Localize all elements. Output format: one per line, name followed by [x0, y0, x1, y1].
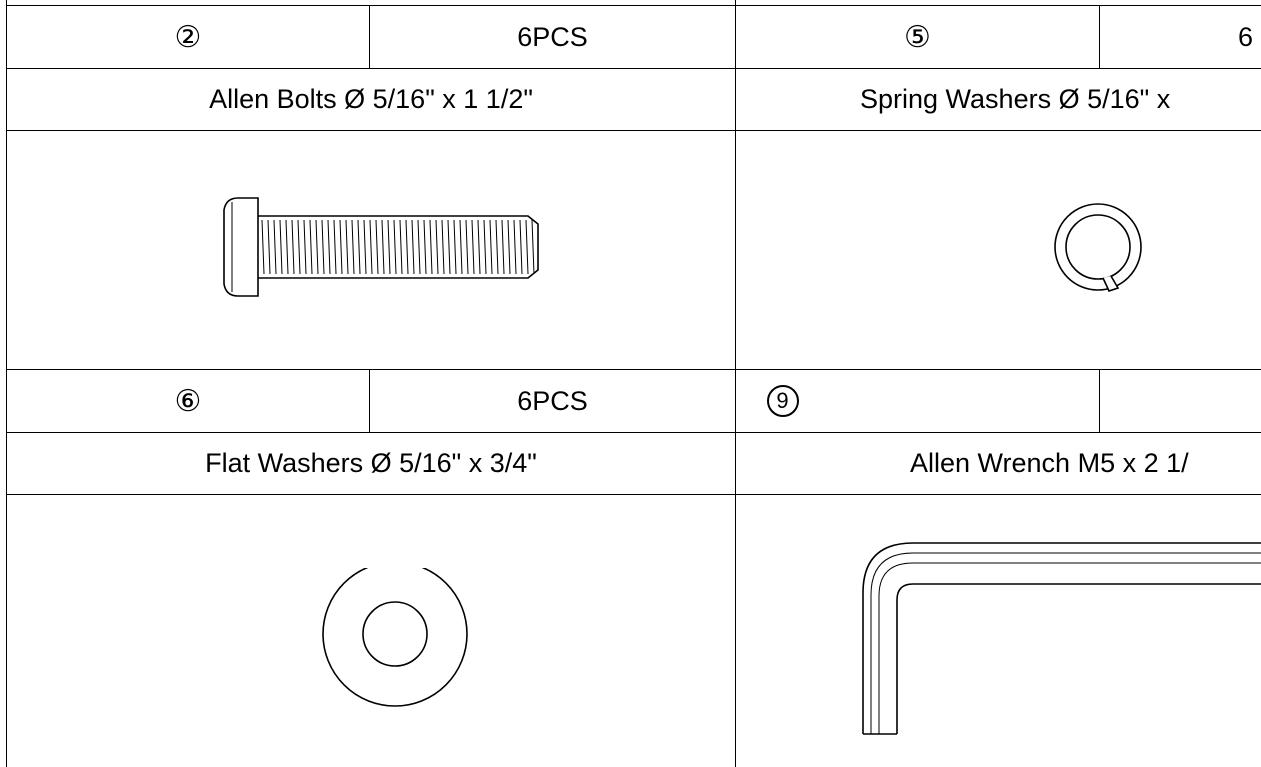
row-line-2: [6, 130, 1261, 131]
row-line-4: [6, 432, 1261, 433]
part-description: Allen Bolts Ø 5/16" x 1 1/2": [209, 84, 533, 114]
row-line-top: [6, 5, 1261, 6]
part-description: Spring Washers Ø 5/16" x: [860, 84, 1171, 114]
allen-wrench-icon: [862, 542, 1261, 735]
left-number-divider-top: [369, 5, 370, 68]
right-number-divider-bottom: [1099, 369, 1100, 432]
allen-bolt-icon: [223, 197, 539, 297]
part-number: ②: [174, 20, 202, 54]
row-line-5: [6, 494, 1261, 495]
part-quantity: 6: [1237, 21, 1253, 52]
part-number: ⑥: [174, 384, 202, 418]
right-number-divider-top: [1099, 5, 1100, 68]
part-number: 9: [736, 370, 1099, 432]
center-divider: [735, 0, 736, 767]
left-border: [6, 0, 7, 767]
spring-washer-icon: [1054, 203, 1142, 292]
row-line-3: [6, 369, 1261, 370]
part-quantity: [1100, 370, 1261, 432]
part-description: Flat Washers Ø 5/16" x 3/4": [205, 448, 537, 478]
part-number: ⑤: [904, 20, 931, 54]
part-quantity: 6PCS: [517, 385, 588, 416]
part-number-circle: 9: [766, 385, 799, 417]
part-quantity: 6PCS: [517, 21, 588, 52]
left-number-divider-bottom: [369, 369, 370, 432]
part-description: Allen Wrench M5 x 2 1/: [910, 448, 1189, 478]
row-line-1: [6, 68, 1261, 69]
flat-washer-icon: [322, 568, 468, 707]
